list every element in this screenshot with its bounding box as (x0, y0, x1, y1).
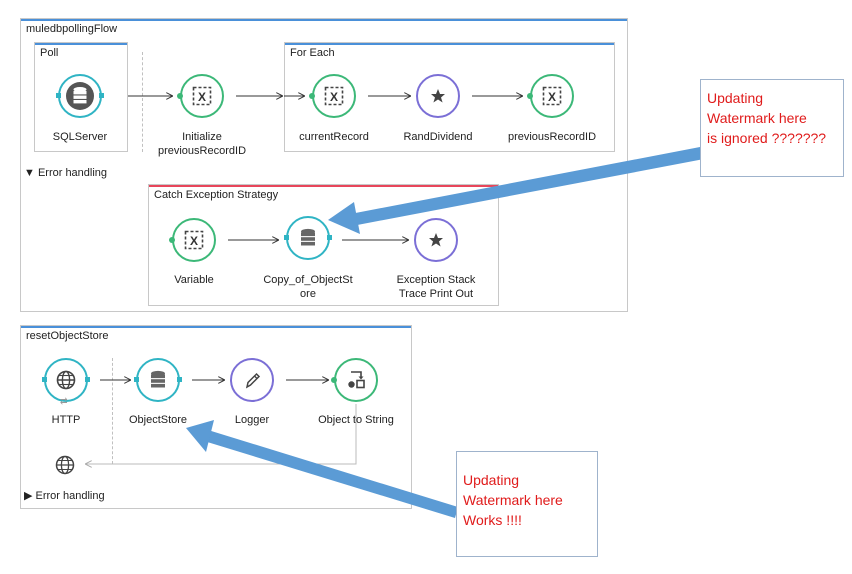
connector-dot (85, 377, 90, 382)
connector-dot (177, 377, 182, 382)
globe-icon (56, 370, 76, 390)
objectstore-label: ObjectStore (128, 414, 188, 426)
object-to-string-node[interactable] (331, 358, 378, 402)
http-node[interactable] (42, 358, 90, 402)
objectstore-icon (301, 228, 315, 246)
objectstore-node[interactable] (134, 358, 182, 402)
variable-node[interactable]: X (169, 218, 216, 262)
connector-dot (99, 93, 104, 98)
current-record-label: currentRecord (299, 131, 369, 143)
variable-icon: X (192, 86, 212, 106)
variable-icon: X (184, 230, 204, 250)
source-divider (142, 52, 143, 152)
flow-title: muledbpollingFlow (26, 23, 118, 35)
connector-dot (284, 235, 289, 240)
logger-node[interactable] (230, 358, 274, 402)
connector-dot (134, 377, 139, 382)
note-works-line3: Works !!!! (463, 512, 522, 528)
svg-text:X: X (548, 90, 556, 104)
star-icon (431, 89, 445, 103)
connector-dot (527, 93, 533, 99)
pencil-icon (245, 372, 261, 389)
flow-title: resetObjectStore (26, 330, 109, 342)
connector-dot (309, 93, 315, 99)
error-handling-toggle[interactable]: ▼ Error handling (24, 167, 108, 179)
source-divider (112, 358, 113, 464)
note-ignored-line2: Watermark here (707, 110, 807, 126)
copy-objectstore-node[interactable] (284, 216, 332, 260)
variable-icon: X (542, 86, 562, 106)
previous-record-label: previousRecordID (507, 131, 597, 143)
http-label: HTTP (51, 414, 81, 426)
database-icon (66, 82, 94, 110)
globe-icon (55, 455, 75, 475)
previous-record-node[interactable]: X (527, 74, 574, 118)
flow-top-bar (21, 19, 627, 21)
connector-dot (331, 377, 337, 383)
note-works-line1: Updating (463, 472, 520, 488)
connector-dot (169, 237, 175, 243)
variable-icon: X (324, 86, 344, 106)
exception-label-line1: Exception Stack (396, 274, 476, 286)
initialize-variable-node[interactable]: X (177, 74, 224, 118)
svg-text:X: X (190, 234, 198, 248)
error-handling-toggle[interactable]: ▶ Error handling (24, 490, 105, 502)
connector-dot (327, 235, 332, 240)
exchange-pattern-icon: ⇄ (60, 396, 68, 406)
initialize-label-line2: previousRecordID (157, 145, 247, 157)
variable-label: Variable (174, 274, 214, 286)
copy-objectstore-label-line1: Copy_of_ObjectSt (263, 274, 353, 286)
svg-text:X: X (330, 90, 338, 104)
sqlserver-label: SQLServer (52, 131, 108, 143)
connector-dot (56, 93, 61, 98)
note-works-line2: Watermark here (463, 492, 563, 508)
note-ignored-line1: Updating (707, 90, 764, 106)
transformer-icon (348, 371, 365, 389)
copy-objectstore-label-line2: ore (300, 288, 316, 300)
note-ignored-line3: is ignored ??????? (707, 130, 827, 146)
flow-top-bar (21, 326, 411, 328)
logger-label: Logger (234, 414, 270, 426)
sqlserver-node[interactable] (56, 74, 104, 118)
rand-dividend-label: RandDividend (403, 131, 473, 143)
note-works: Updating Watermark here Works !!!! (456, 451, 598, 557)
objectstore-icon (151, 370, 165, 388)
exception-label-line2: Trace Print Out (398, 288, 474, 300)
poll-scope-title: Poll (40, 47, 59, 59)
exception-stack-node[interactable] (414, 218, 458, 262)
rand-dividend-node[interactable] (416, 74, 460, 118)
connector-dot (177, 93, 183, 99)
http-response-node[interactable] (54, 454, 76, 476)
note-ignored: Updating Watermark here is ignored ?????… (700, 79, 844, 177)
connector-dot (42, 377, 47, 382)
object-to-string-label: Object to String (318, 414, 394, 426)
current-record-node[interactable]: X (309, 74, 356, 118)
initialize-label-line1: Initialize (182, 131, 222, 143)
svg-text:X: X (198, 90, 206, 104)
foreach-scope-title: For Each (290, 47, 335, 59)
catch-scope-title: Catch Exception Strategy (154, 189, 279, 201)
star-icon (429, 233, 443, 247)
